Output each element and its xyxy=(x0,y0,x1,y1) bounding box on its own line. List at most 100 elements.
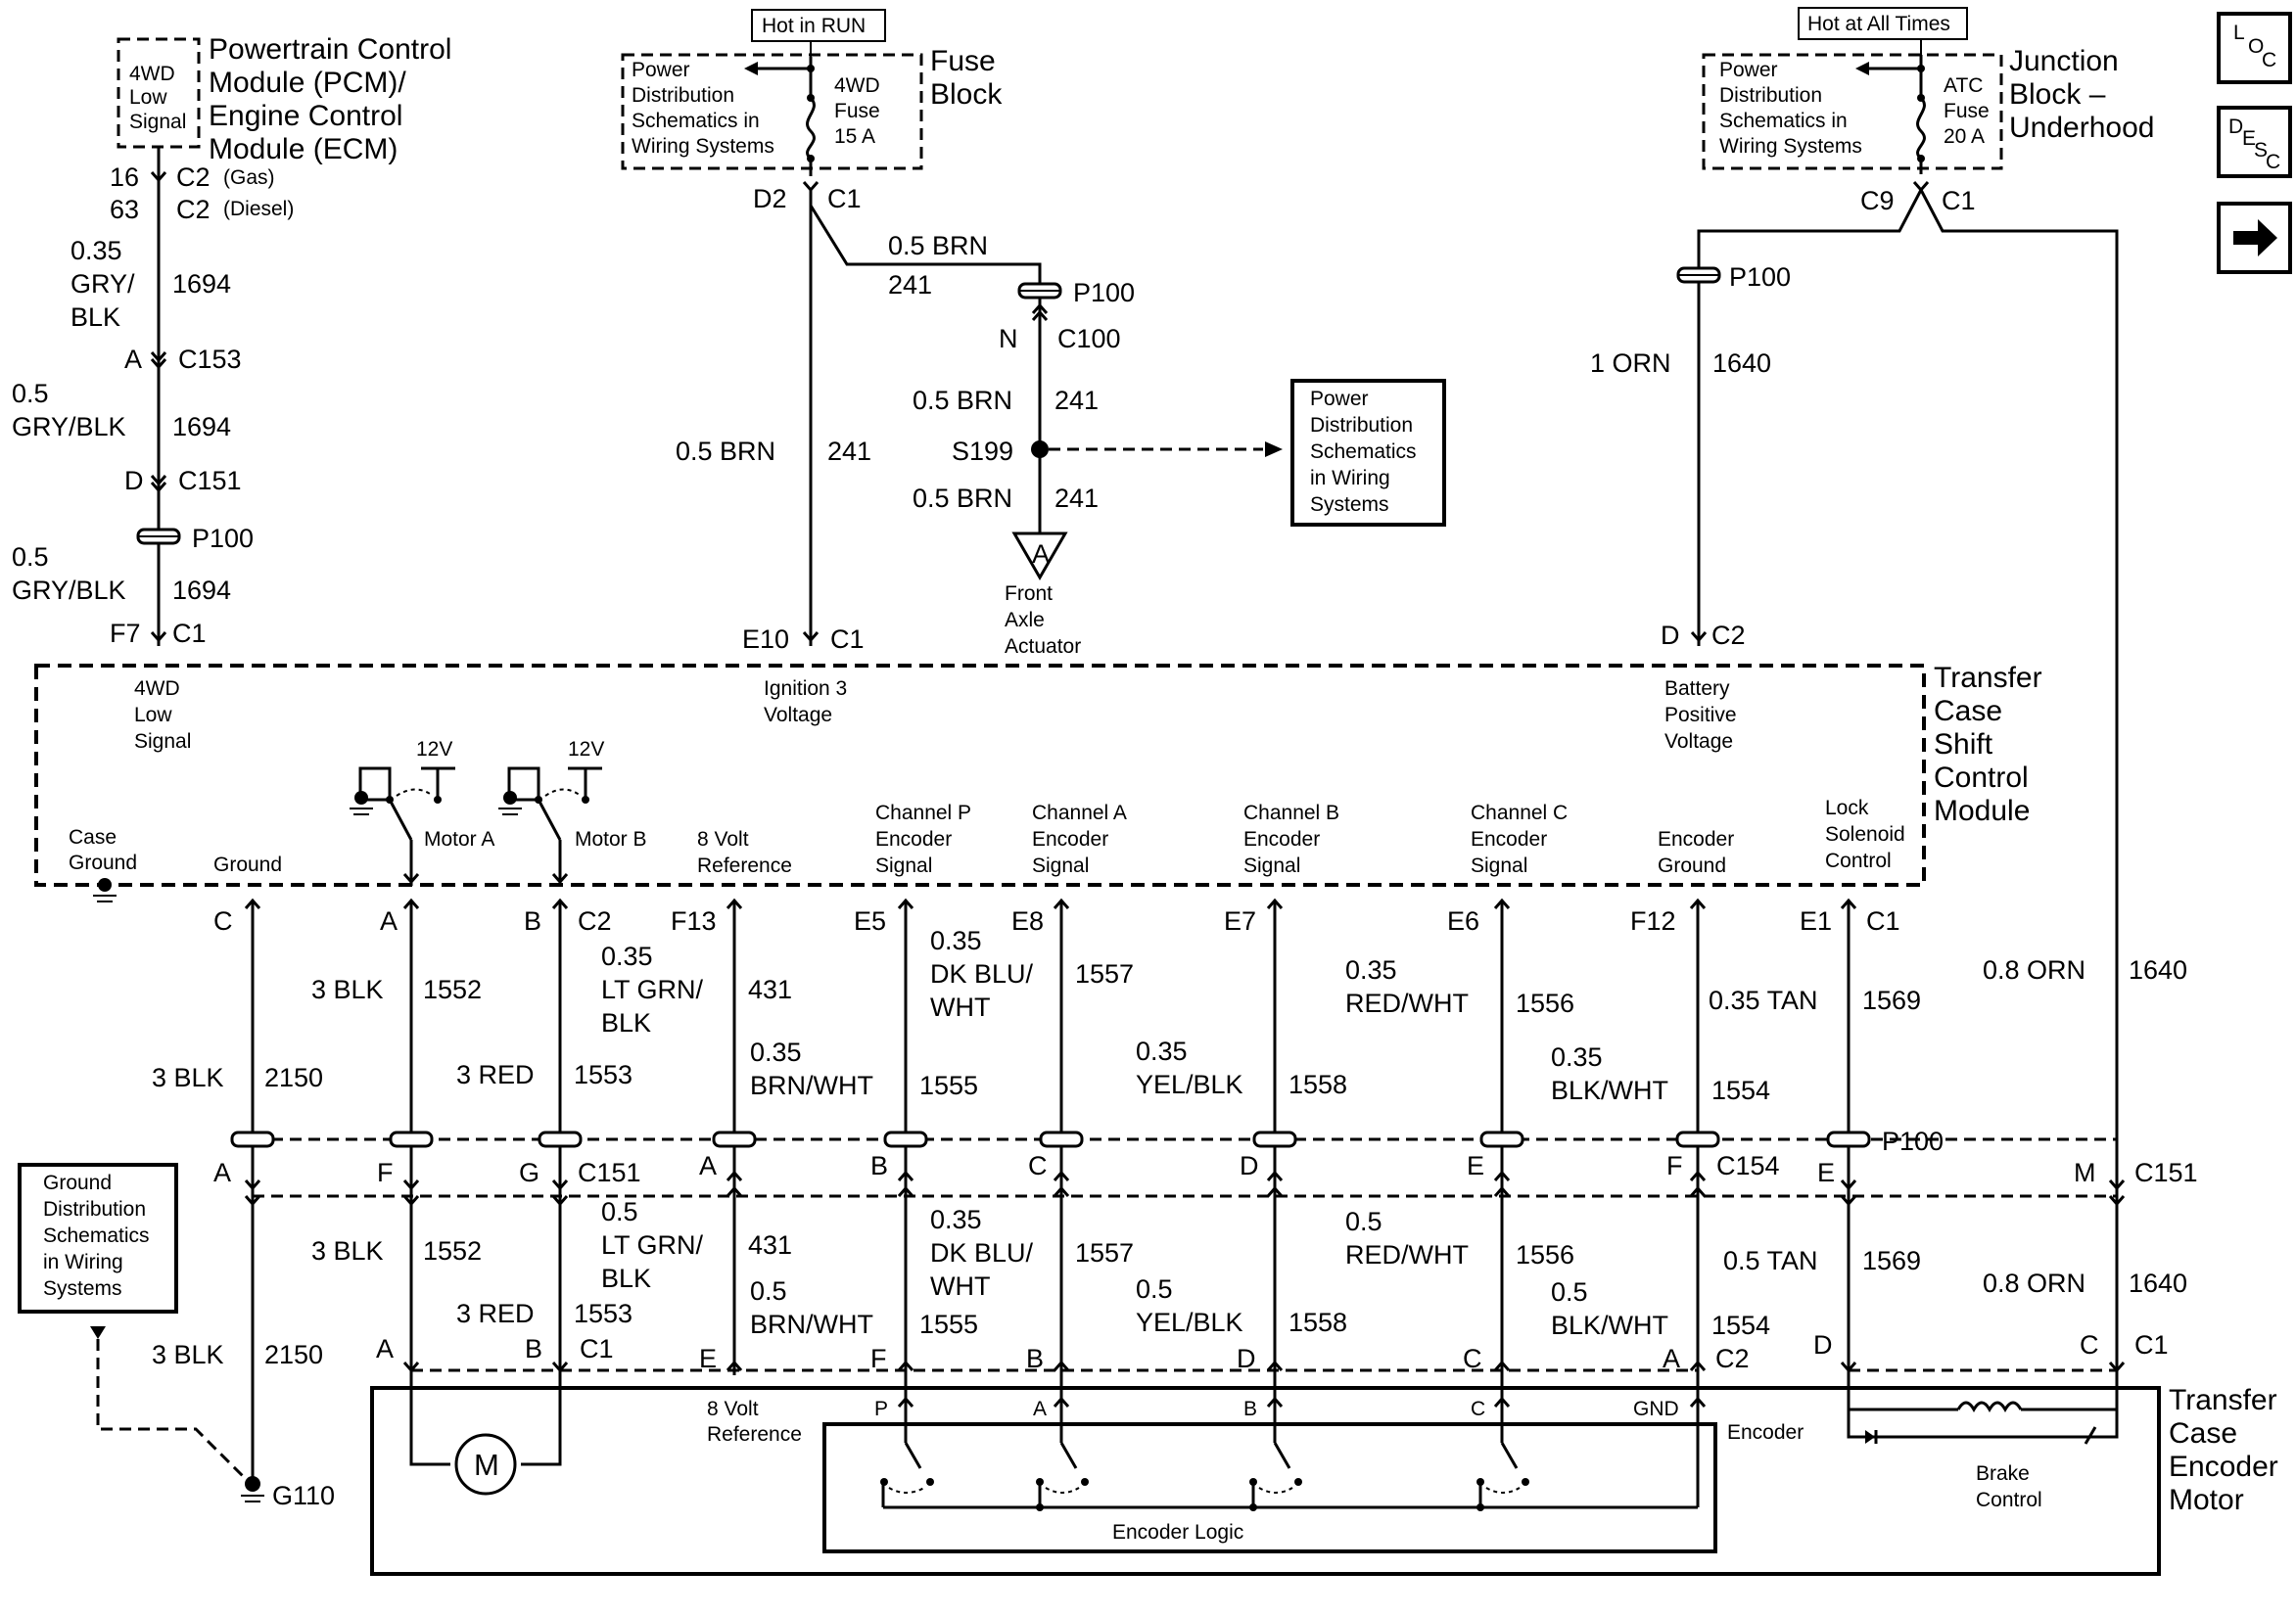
w1640-circuit: 1640 xyxy=(1712,348,1771,378)
ground-dist-ref-box[interactable] xyxy=(18,1163,178,1314)
jb-power-ref-3: Schematics in xyxy=(1719,110,1848,132)
lw-b-c: 1558 xyxy=(1289,1308,1347,1337)
enc-gnd-2: Ground xyxy=(1658,855,1726,877)
mpin-e5: E5 xyxy=(854,906,886,936)
w1694-color-3: GRY/BLK xyxy=(12,576,126,605)
sig-batt-2: Positive xyxy=(1664,704,1737,726)
mcon-c: C xyxy=(1463,1344,1482,1373)
p100-left: P100 xyxy=(192,524,254,553)
mpin-e7: E7 xyxy=(1224,906,1256,936)
lw-ref-2: LT GRN/ xyxy=(601,1230,704,1260)
mcon-f: F xyxy=(870,1344,887,1373)
lw-c-c: 1556 xyxy=(1516,1240,1574,1270)
desc-button[interactable]: D E S C xyxy=(2217,106,2292,178)
motor-a-ground-icon xyxy=(354,791,368,805)
ipin-c151b: C151 xyxy=(2134,1158,2198,1187)
sig-ign-1: Ignition 3 xyxy=(764,677,847,700)
uw-c-c: 1556 xyxy=(1516,989,1574,1018)
uw-eg-2: BLK/WHT xyxy=(1551,1076,1668,1105)
em-title-4: Motor xyxy=(2169,1484,2244,1516)
uw-mb-c: 1553 xyxy=(574,1060,633,1089)
motor-a-label: Motor A xyxy=(424,828,494,851)
uw-b-c: 1558 xyxy=(1289,1070,1347,1099)
pd-ref-5: Systems xyxy=(1310,493,1389,516)
uw-lock-c: 1569 xyxy=(1862,986,1921,1015)
chp-1: Channel P xyxy=(875,802,971,824)
ipin-f2: F xyxy=(1666,1151,1683,1180)
fuse-atc-2: Fuse xyxy=(1944,100,1990,122)
encoder-logic-label: Encoder Logic xyxy=(1112,1521,1243,1544)
mcon-d2: D xyxy=(1813,1330,1833,1360)
w1694-circuit-1: 1694 xyxy=(172,269,231,299)
next-button[interactable] xyxy=(2217,202,2292,274)
chc-2: Encoder xyxy=(1471,828,1547,851)
pcm-module: 4WD Low Signal Powertrain Control Module… xyxy=(110,33,451,224)
splice-s199-dot xyxy=(1031,440,1049,458)
mcon-a2: A xyxy=(1663,1344,1680,1373)
w241-wire-2: 0.5 BRN xyxy=(913,386,1012,415)
v12-b: 12V xyxy=(568,738,604,761)
jb-power-ref-2: Distribution xyxy=(1719,84,1822,107)
power-dist-ref-box[interactable] xyxy=(1290,379,1446,527)
lw-ma: 3 BLK xyxy=(311,1236,384,1266)
desc-c: C xyxy=(2266,151,2280,173)
jb-arrow-icon xyxy=(1855,62,1869,75)
ipin-e: E xyxy=(1467,1151,1484,1180)
pcm-gas-note: (Gas) xyxy=(223,166,275,189)
ipin-a2: A xyxy=(699,1151,717,1180)
gnd-ref-4: in Wiring xyxy=(43,1251,123,1273)
fuse-4wd-2: Fuse xyxy=(834,100,880,122)
p100-batt: P100 xyxy=(1729,262,1791,292)
actuator-1: Front xyxy=(1005,582,1053,605)
em-gnd: GND xyxy=(1633,1398,1679,1420)
brake-coil-icon xyxy=(1956,1401,2023,1413)
w241-wire-3: 0.5 BRN xyxy=(913,484,1012,513)
lw-gnd: 3 BLK xyxy=(152,1340,224,1369)
jb-power-ref-1: Power xyxy=(1719,59,1778,81)
uw-a-1: 0.35 xyxy=(930,926,982,955)
jb-pin-c9: C9 xyxy=(1860,186,1895,215)
mcon-d: D xyxy=(1237,1344,1256,1373)
ground-label: Ground xyxy=(213,854,282,876)
encoder-label: Encoder xyxy=(1727,1421,1804,1444)
front-axle-actuator-triangle xyxy=(1011,531,1068,580)
sig-4wd-3: Signal xyxy=(134,730,191,753)
chb-2: Encoder xyxy=(1243,828,1320,851)
desc-e: E xyxy=(2242,127,2256,150)
lw-eg-1: 0.5 xyxy=(1551,1277,1588,1307)
lw-mb-c: 1553 xyxy=(574,1299,633,1328)
em-ref8-1: 8 Volt xyxy=(707,1398,759,1420)
mcon-c1: C1 xyxy=(580,1334,614,1363)
mcon-c2: C2 xyxy=(1715,1344,1750,1373)
w241-circuit-2: 241 xyxy=(1054,386,1099,415)
lw-batt-c: 1640 xyxy=(2129,1269,2187,1298)
lw-lock: 0.5 TAN xyxy=(1723,1246,1818,1275)
tccm-c2-batt: C2 xyxy=(1711,621,1746,650)
uw-p-2: BRN/WHT xyxy=(750,1071,873,1100)
desc-d: D xyxy=(2228,116,2243,138)
jb-title-1: Junction xyxy=(2009,45,2119,77)
em-p: P xyxy=(874,1398,888,1420)
brake-1: Brake xyxy=(1976,1462,2030,1485)
chp-3: Signal xyxy=(875,855,932,877)
chb-3: Signal xyxy=(1243,855,1300,877)
p100-ign: P100 xyxy=(1073,278,1135,307)
motor-icon xyxy=(454,1433,517,1496)
loc-button[interactable]: L O C xyxy=(2217,12,2292,84)
uw-eg-1: 0.35 xyxy=(1551,1042,1603,1072)
jb-title-2: Block – xyxy=(2009,78,2106,111)
mcon-b2: B xyxy=(1026,1344,1044,1373)
uw-mb: 3 RED xyxy=(456,1060,535,1089)
tccm-c1-ign: C1 xyxy=(830,624,865,654)
mcon-c3: C xyxy=(2080,1330,2099,1360)
pd-ref-1: Power xyxy=(1310,388,1369,410)
chb-1: Channel B xyxy=(1243,802,1339,824)
pcm-conn-gas: C2 xyxy=(176,162,211,192)
pd-ref-3: Schematics xyxy=(1310,440,1417,463)
ipin-c: C xyxy=(1028,1151,1048,1180)
circuit-1640: P100 1 ORN 1640 D C2 xyxy=(1590,181,2119,1375)
pd-ref-4: in Wiring xyxy=(1310,467,1390,489)
actuator-letter: A xyxy=(1032,539,1050,569)
fuse-atc-3: 20 A xyxy=(1944,125,1985,148)
junction-block: Hot at All Times Power Distribution Sche… xyxy=(1702,7,2154,215)
